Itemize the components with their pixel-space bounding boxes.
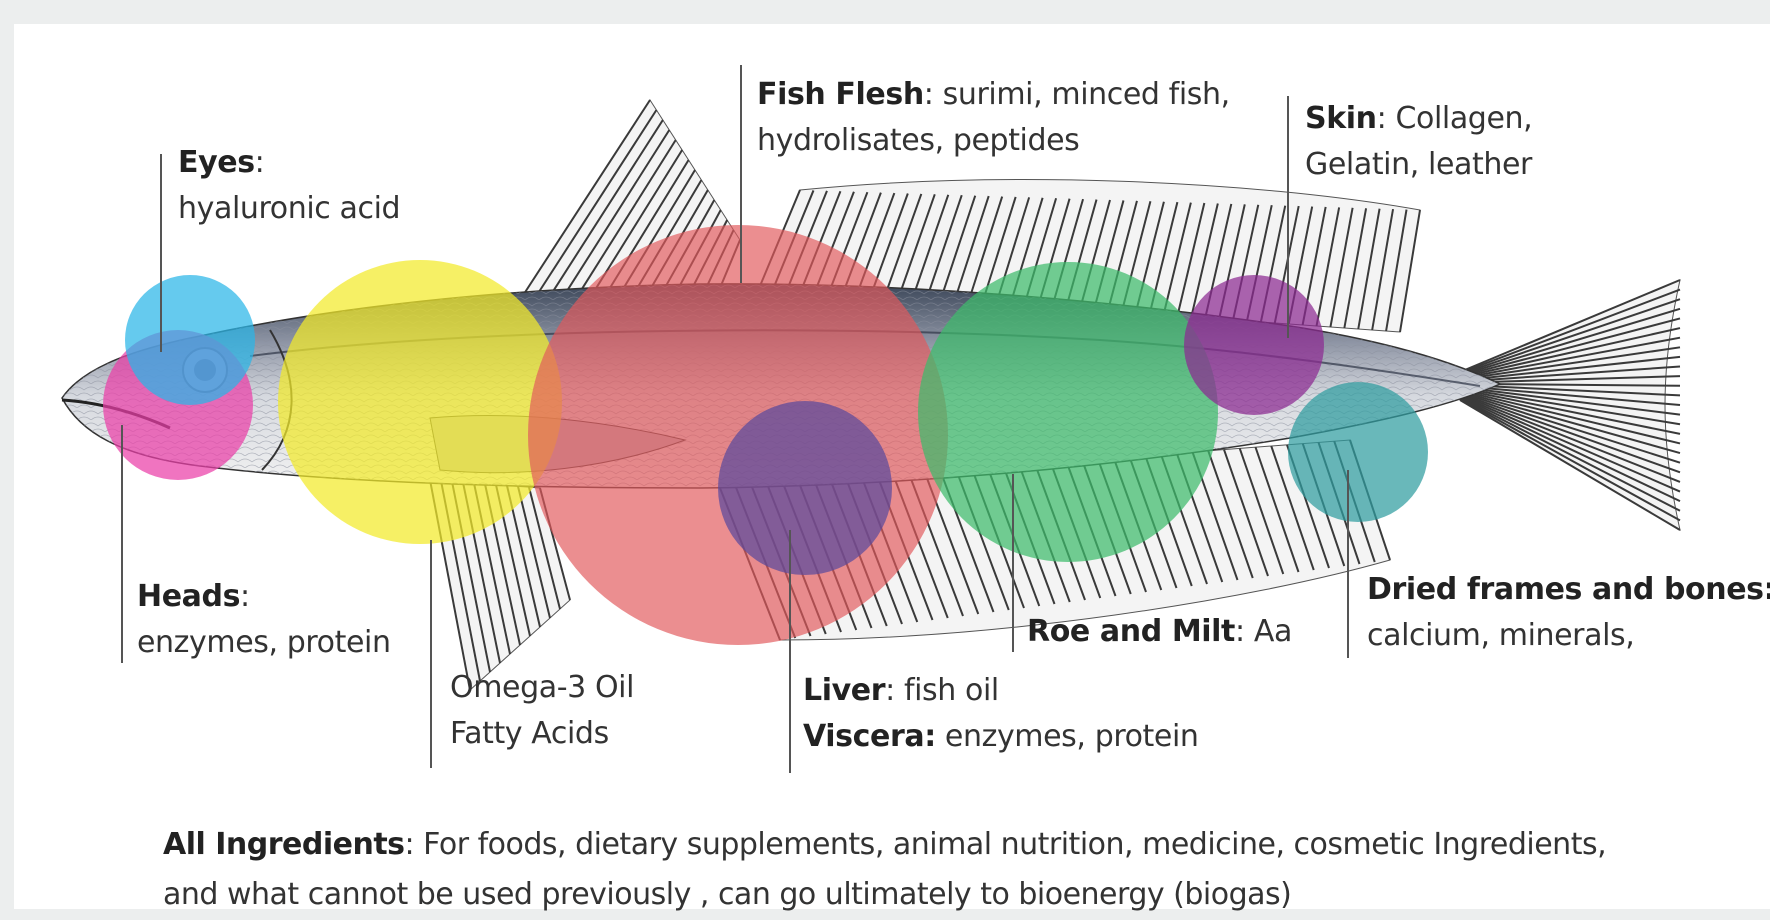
skin-title: Skin [1305,101,1377,136]
eyes-desc: hyaluronic acid [178,191,400,226]
heads-title: Heads [137,579,240,614]
frames-desc: calcium, minerals, [1367,618,1634,653]
omega-label: Omega-3 Oil Fatty Acids [450,665,634,757]
skin-circle [1184,275,1324,415]
skin-desc2: Gelatin, leather [1305,147,1532,182]
omega-3-circle [278,260,562,544]
heads-label: Heads: enzymes, protein [137,574,391,666]
skin-desc1: : Collagen, [1377,101,1533,136]
eyes-title: Eyes [178,145,255,180]
eyes-sep: : [255,145,265,180]
all-ingredients-note: All Ingredients: For foods, dietary supp… [163,820,1743,920]
flesh-leader [740,65,742,283]
tail-fin [1460,280,1680,530]
flesh-label: Fish Flesh: surimi, minced fish, hydroli… [757,72,1230,164]
frames-label: Dried frames and bones: calcium, mineral… [1367,567,1770,659]
footer-line2: and what cannot be used previously , can… [163,877,1291,912]
roe-desc: : Aa [1235,614,1292,649]
frames-leader [1347,470,1349,658]
skin-label: Skin: Collagen, Gelatin, leather [1305,96,1532,188]
eyes-label: Eyes: hyaluronic acid [178,140,400,232]
frames-title: Dried frames and bones: [1367,572,1770,607]
footer-line1: : For foods, dietary supplements, animal… [405,827,1607,862]
roe-label: Roe and Milt: Aa [1027,609,1292,655]
eyes-leader [160,154,162,352]
heads-leader [121,425,123,663]
liver-circle [718,401,892,575]
bones-circle [1288,382,1428,522]
roe-title: Roe and Milt [1027,614,1235,649]
roe-milt-circle [918,262,1218,562]
heads-desc: enzymes, protein [137,625,391,660]
liver-desc: : fish oil [885,673,999,708]
viscera-desc: enzymes, protein [936,719,1199,754]
liver-title: Liver [803,673,885,708]
liver-viscera-label: Liver: fish oil Viscera: enzymes, protei… [803,668,1199,760]
eyes-circle [125,275,255,405]
heads-sep: : [240,579,250,614]
roe-leader [1012,474,1014,652]
skin-leader [1287,96,1289,338]
flesh-title: Fish Flesh [757,77,924,112]
flesh-desc2: hydrolisates, peptides [757,123,1079,158]
omega-line2: Fatty Acids [450,716,609,751]
viscera-title: Viscera: [803,719,936,754]
omega-leader [430,540,432,768]
flesh-desc1: : surimi, minced fish, [924,77,1230,112]
footer-title: All Ingredients [163,827,405,862]
omega-line1: Omega-3 Oil [450,670,634,705]
liver-leader [789,530,791,773]
